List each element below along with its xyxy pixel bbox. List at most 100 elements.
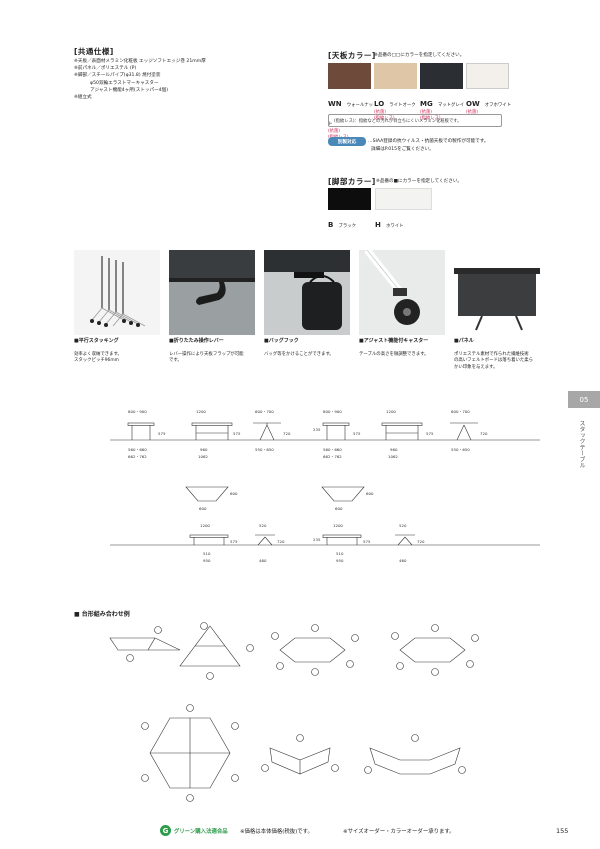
common-spec-title: [共通仕様] — [74, 47, 114, 56]
feature-desc: スタックピッチ96mm — [74, 358, 119, 364]
page-number: 155 — [556, 827, 569, 835]
swatch-white — [375, 188, 432, 210]
leg-color-title: [脚部カラー] — [328, 177, 376, 186]
feature-lever: ■折りたたみ操作レバー レバー操作により天板フラップが可能 です。 — [169, 337, 257, 365]
dim-label: 560・660 — [323, 447, 342, 452]
dim-label: 960 — [200, 447, 208, 452]
leg-label-h: H ホワイト — [375, 212, 404, 231]
feature-desc: です。 — [169, 358, 182, 364]
dim-label: 550・650 — [451, 447, 470, 452]
caster-photo — [359, 250, 445, 335]
dim-label: 600 — [366, 491, 374, 496]
dim-label: 575 — [158, 431, 166, 436]
swatch-matt-grey — [420, 63, 463, 89]
color-code: MG — [420, 100, 433, 108]
dim-label: 1062 — [198, 454, 208, 459]
color-name: マットグレイ — [437, 103, 465, 108]
color-code: B — [328, 221, 334, 229]
color-name: ライトオーク — [389, 103, 416, 108]
dim-label: 720 — [283, 431, 291, 436]
swatch-black — [328, 188, 371, 210]
color-tag: (指紋レス) — [420, 116, 441, 121]
dim-label: 600・700 — [451, 409, 470, 414]
color-name: ホワイト — [385, 224, 404, 229]
spec-line: ※組立式 — [74, 95, 92, 101]
bag-hook-photo — [264, 250, 350, 335]
spec-line: ※前パネル／ポリエステル (P) — [74, 66, 137, 72]
dim-label: 560・660 — [128, 447, 147, 452]
dim-label: 950 — [336, 558, 344, 563]
feature-caption: ■パネル — [454, 338, 474, 344]
siaa-note-2: 詳細はP.015をご覧ください。 — [371, 147, 434, 152]
color-tag: (抗菌) — [328, 129, 340, 134]
dim-label: 600 — [335, 506, 343, 511]
feature-desc: かい印象を与えます。 — [454, 364, 498, 370]
dim-label: 575 — [426, 431, 434, 436]
feature-desc: ポリエステル素材で作られた繊維技術 — [454, 352, 529, 357]
custom-badge: 別製対応 — [328, 137, 366, 146]
color-tag: (抗菌) — [374, 110, 386, 115]
feature-panel: ■パネル ポリエステル素材で作られた繊維技術 の高いフェルトボードは落ち着いた柔… — [454, 337, 544, 371]
dim-label: 460 — [259, 558, 267, 563]
dim-label: 1200 — [196, 409, 206, 414]
chapter-tab: 05 — [568, 391, 600, 408]
color-code: WN — [328, 100, 342, 108]
dim-label: 960 — [390, 447, 398, 452]
dim-label: 950 — [203, 558, 211, 563]
dim-label: 575 — [230, 539, 238, 544]
feature-bag-hook: ■バッグフック バッグ等をかけることができます。 — [264, 337, 352, 358]
dim-label: 720 — [480, 431, 488, 436]
color-code: H — [375, 221, 381, 229]
feature-stacking: ■平行スタッキング 効率よく収納できます。 スタックピッチ96mm — [74, 337, 162, 365]
dim-label: 520 — [259, 523, 267, 528]
color-label-ow: OW オフホワイト (抗菌) — [466, 91, 512, 116]
color-name: ウォールナット — [328, 103, 374, 127]
dim-label: 1200 — [333, 523, 343, 528]
feature-caption: ■折りたたみ操作レバー — [169, 338, 224, 344]
dim-label: 520 — [399, 523, 407, 528]
dim-label: 575 — [363, 539, 371, 544]
green-logo-icon: G — [160, 825, 171, 836]
feature-desc: レバー操作により天板フラップが可能 — [169, 352, 244, 357]
leg-color-note: ※品番の■にカラーを指定してください。 — [376, 179, 463, 184]
dim-label: 460 — [399, 558, 407, 563]
feature-caption: ■アジャスト機能付キャスター — [359, 338, 429, 344]
top-color-title: [天板カラー] — [328, 51, 376, 60]
chapter-label: スタックテーブル — [578, 420, 585, 468]
dim-label: 235 — [313, 537, 321, 542]
feature-caption: ■平行スタッキング — [74, 338, 119, 344]
price-note: ※価格は本体価格(税抜)です。 — [240, 829, 313, 835]
color-label-mg: MG マットグレイ (抗菌) (指紋レス) — [420, 91, 466, 122]
spec-line: φ50双輪エラストマーキャスター — [74, 80, 159, 86]
color-label-lo: LO ライトオーク (抗菌) (指紋レス) — [374, 91, 420, 122]
feature-caster: ■アジャスト機能付キャスター テーブルの高さを微調整できます。 — [359, 337, 447, 358]
color-tag: (指紋レス) — [374, 116, 395, 121]
siaa-note-1: …SIAA登録の抗ウイルス・抗菌天板での製作が可能です。 — [368, 139, 489, 144]
color-name: ブラック — [338, 224, 357, 229]
lever-photo — [169, 250, 255, 335]
spec-line: ※天板／表面材メラミン化粧板 エッジソフトエッジ巻 21mm厚 — [74, 59, 206, 64]
dim-label: 800・900 — [323, 409, 342, 414]
dim-label: 575 — [233, 431, 241, 436]
swatch-light-oak — [374, 63, 417, 89]
dim-label: 600 — [199, 506, 207, 511]
order-note: ※サイズオーダー・カラーオーダー承ります。 — [343, 829, 455, 835]
spec-line: ※脚部／スチールパイプ(φ31.8) 焼付塗装 — [74, 73, 161, 79]
dim-label: 720 — [277, 539, 285, 544]
dim-label: 600 — [230, 491, 238, 496]
swatch-off-white — [466, 63, 509, 89]
green-label: グリーン購入法適合品 — [174, 829, 228, 835]
stacking-photo — [74, 250, 160, 335]
color-name: オフホワイト — [484, 103, 512, 108]
color-tag: (抗菌) — [420, 110, 432, 115]
dim-label: 800・900 — [128, 409, 147, 414]
panel-photo — [454, 250, 540, 335]
dim-label: 662・762 — [128, 454, 147, 459]
feature-desc: 効率よく収納できます。 — [74, 352, 122, 357]
feature-caption: ■バッグフック — [264, 338, 299, 344]
layout-examples — [109, 622, 479, 802]
feature-desc: バッグ等をかけることができます。 — [264, 352, 334, 357]
fingerprint-note-box: (指紋レス)：指紋などの汚れが目立ちにくいメラミン化粧板です。 — [328, 114, 502, 127]
dim-label: 550・650 — [255, 447, 274, 452]
dimension-drawings: 800・900 1200 600・700 575 575 720 560・660… — [110, 409, 540, 563]
